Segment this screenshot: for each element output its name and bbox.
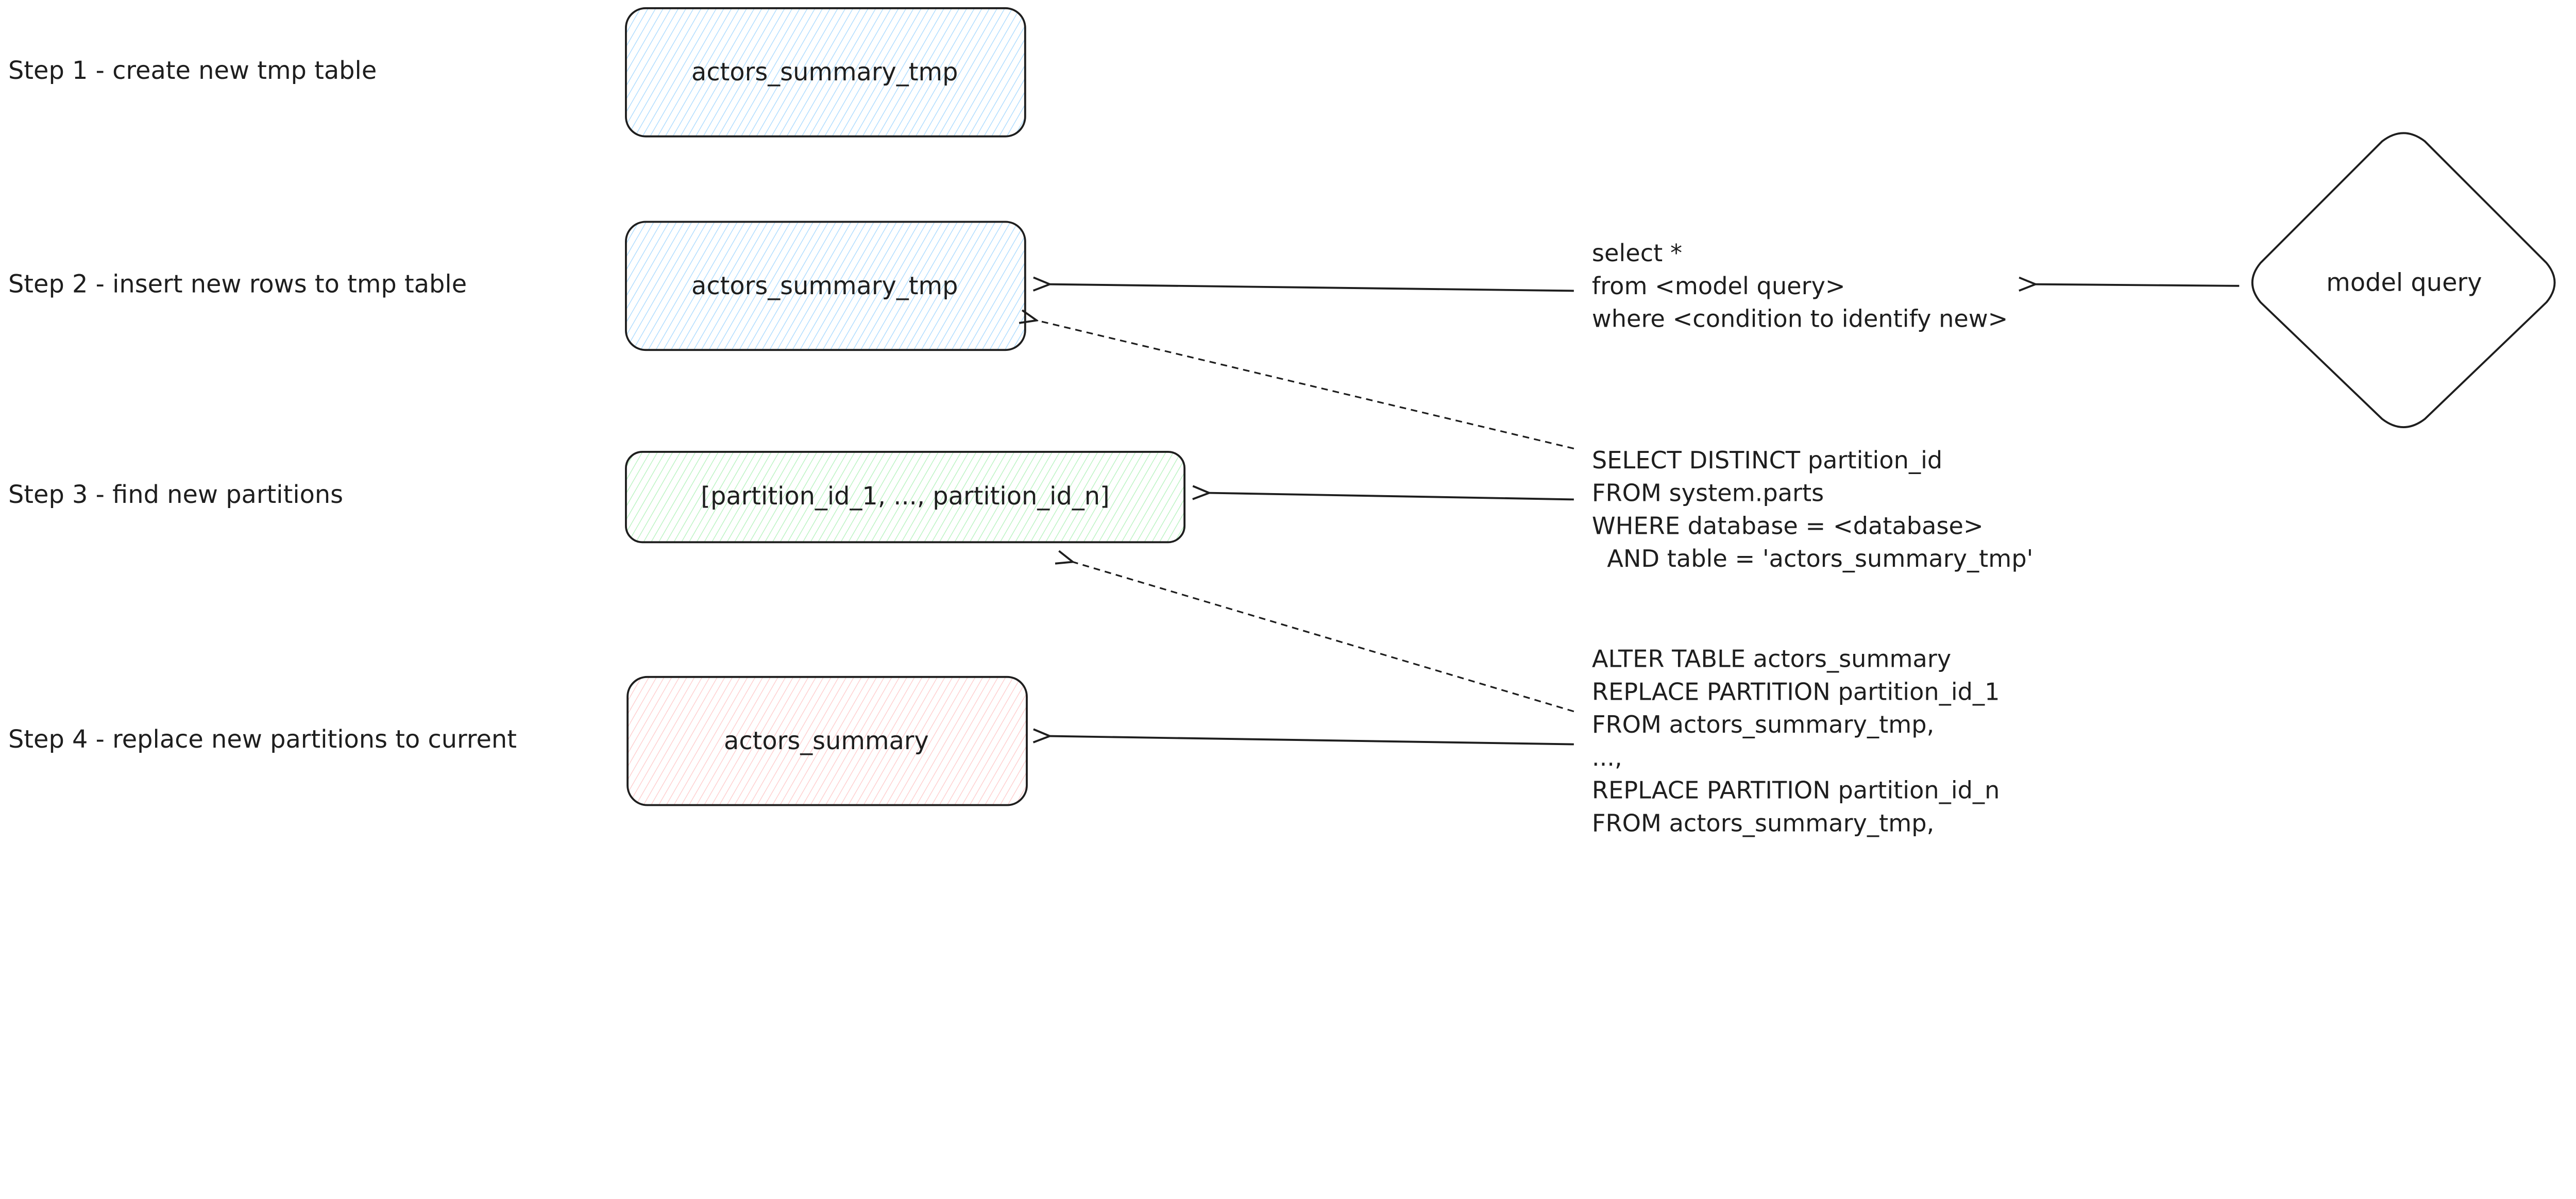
step-2-label: Step 2 - insert new rows to tmp table: [8, 271, 467, 299]
box-label: [partition_id_1, ..., partition_id_n]: [701, 482, 1109, 511]
step-4-label: Step 4 - replace new partitions to curre…: [8, 725, 517, 754]
step-1-label: Step 1 - create new tmp table: [8, 57, 377, 85]
arrow-replace-to-summary: [1050, 736, 1574, 746]
actors-summary-box: actors_summary: [626, 676, 1028, 806]
sql-line: REPLACE PARTITION partition_id_1: [1592, 678, 2000, 705]
sql-line: FROM system.parts: [1592, 479, 1824, 507]
box-label: actors_summary: [724, 727, 929, 755]
sql-line: ALTER TABLE actors_summary: [1592, 645, 1951, 673]
diagram-canvas: Step 1 - create new tmp table Step 2 - i…: [8, 7, 2556, 837]
box-label: actors_summary_tmp: [691, 58, 958, 87]
sql-line: SELECT DISTINCT partition_id: [1592, 446, 1942, 474]
box-label: actors_summary_tmp: [691, 272, 958, 300]
sql-line: FROM actors_summary_tmp,: [1592, 711, 1934, 738]
partitions-box: [partition_id_1, ..., partition_id_n]: [625, 450, 1186, 544]
sql-line: select *: [1592, 239, 1682, 267]
step-3-label: Step 3 - find new partitions: [8, 481, 343, 509]
tmp-table-box-step1: actors_summary_tmp: [625, 7, 1026, 138]
dashed-arrow-to-tmp: [1037, 320, 1574, 450]
arrow-select-to-tmp: [1050, 284, 1574, 292]
model-query-diamond: model query: [2251, 132, 2556, 428]
sql-line: where <condition to identify new>: [1592, 305, 2008, 333]
dashed-arrow-to-partitions: [1073, 562, 1574, 713]
arrow-query-to-partitions: [1209, 493, 1574, 501]
sql-insert-query: select * from <model query> where <condi…: [1592, 239, 2008, 333]
sql-line: REPLACE PARTITION partition_id_n: [1592, 776, 1999, 804]
diamond-label: model query: [2326, 268, 2482, 297]
sql-line: from <model query>: [1592, 272, 1845, 300]
sql-line: FROM actors_summary_tmp,: [1592, 809, 1934, 837]
tmp-table-box-step2: actors_summary_tmp: [625, 221, 1026, 351]
arrow-model-to-select: [2036, 284, 2240, 286]
sql-replace-query: ALTER TABLE actors_summary REPLACE PARTI…: [1592, 645, 2000, 837]
sql-partitions-query: SELECT DISTINCT partition_id FROM system…: [1592, 446, 2033, 572]
sql-line: ...,: [1592, 744, 1622, 771]
sql-line: AND table = 'actors_summary_tmp': [1592, 545, 2033, 572]
sql-line: WHERE database = <database>: [1592, 512, 1984, 539]
